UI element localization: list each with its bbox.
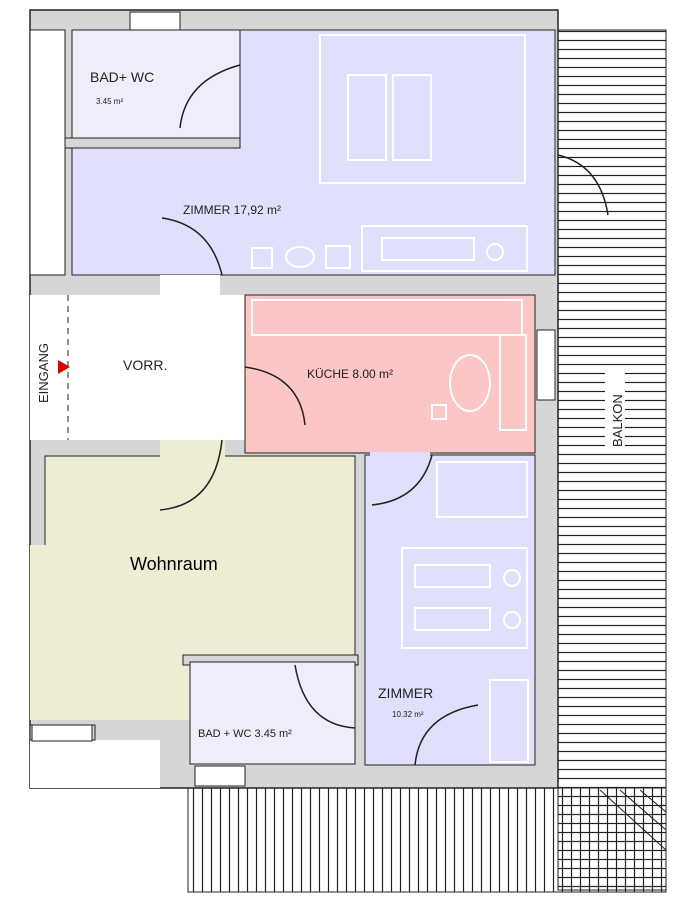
label-kueche: KÜCHE 8.00 m² bbox=[307, 367, 393, 381]
bed-furniture bbox=[251, 34, 529, 763]
room-bad-top bbox=[71, 29, 241, 139]
area-zimmer-bottom: 10.32 m² bbox=[392, 710, 424, 719]
label-zimmer-bottom: ZIMMER bbox=[378, 685, 433, 701]
balcony-right bbox=[557, 29, 667, 891]
room-kueche bbox=[244, 294, 536, 454]
label-bad-bottom: BAD + WC 3.45 m² bbox=[198, 728, 292, 740]
balcony-bottom bbox=[187, 787, 667, 893]
label-wohnraum: Wohnraum bbox=[130, 554, 218, 574]
label-vorraum: VORR. bbox=[123, 357, 167, 373]
label-bad-top: BAD+ WC bbox=[90, 69, 154, 85]
label-balkon: BALKON bbox=[610, 394, 625, 447]
room-bad-bottom bbox=[189, 661, 356, 765]
entrance-arrow-icon bbox=[58, 360, 70, 374]
room-zimmer-top bbox=[71, 29, 556, 276]
label-zimmer-top: ZIMMER 17,92 m² bbox=[183, 203, 281, 217]
door-swings bbox=[159, 64, 609, 766]
area-bad-top: 3.45 m² bbox=[96, 97, 123, 106]
label-eingang: EINGANG bbox=[36, 343, 51, 403]
